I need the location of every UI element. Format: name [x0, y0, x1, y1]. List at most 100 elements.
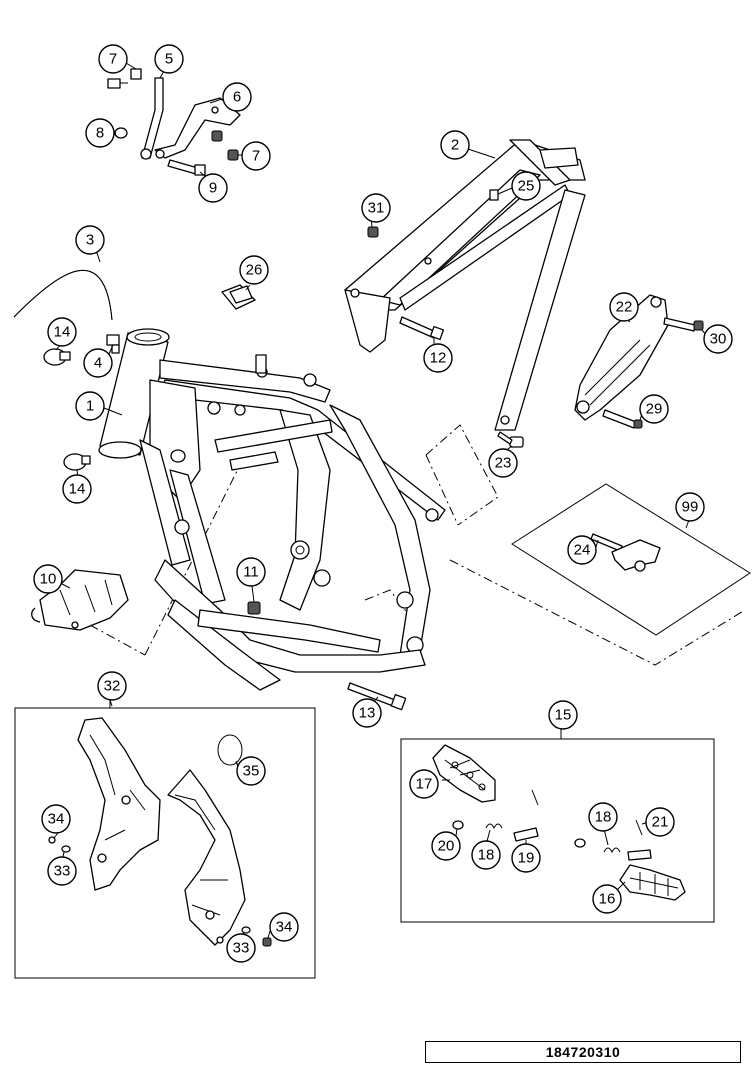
- frame-protector-right: [167, 769, 246, 946]
- svg-text:3: 3: [86, 232, 94, 249]
- svg-text:24: 24: [574, 542, 591, 559]
- group-box-15: [400, 738, 715, 923]
- callout-34-right: 34: [269, 912, 299, 942]
- drawing-number-box: 184720310: [425, 1041, 741, 1063]
- svg-text:99: 99: [682, 499, 699, 516]
- callout-16: 16: [592, 884, 622, 914]
- svg-text:9: 9: [209, 180, 217, 197]
- callout-17: 17: [409, 769, 439, 799]
- breather-hose-3: [13, 269, 113, 321]
- chain-guide-22: [574, 294, 669, 421]
- bolt-30: [663, 317, 704, 332]
- bolt-25: [489, 187, 513, 201]
- callout-24: 24: [567, 535, 597, 565]
- bolt-9: [167, 159, 206, 176]
- callout-13: 13: [352, 698, 382, 728]
- part-24-kit: [590, 533, 661, 572]
- callout-23: 23: [488, 448, 518, 478]
- svg-text:13: 13: [359, 705, 376, 722]
- svg-text:30: 30: [710, 331, 727, 348]
- footrest-17: [432, 744, 496, 803]
- bolt-23: [497, 431, 524, 448]
- callout-35: 35: [236, 756, 266, 786]
- callout-20: 20: [431, 831, 461, 861]
- svg-text:5: 5: [165, 51, 173, 68]
- bolt-29: [602, 409, 643, 429]
- svg-text:12: 12: [430, 350, 447, 367]
- svg-text:20: 20: [438, 838, 455, 855]
- callout-32: 32: [97, 671, 127, 701]
- callout-1: 1: [75, 391, 105, 421]
- svg-text:8: 8: [96, 125, 104, 142]
- nuts-7-lower: [211, 130, 239, 161]
- callout-30: 30: [703, 324, 733, 354]
- svg-text:34: 34: [48, 811, 65, 828]
- spring-18: [485, 823, 621, 854]
- footrest-16: [619, 864, 686, 901]
- callout-33-left: 33: [47, 856, 77, 886]
- callout-3: 3: [75, 225, 105, 255]
- screws-7-top: [107, 68, 142, 89]
- callout-15: 15: [548, 700, 578, 730]
- callout-8: 8: [85, 118, 115, 148]
- callout-22: 22: [609, 292, 639, 322]
- callout-18-left: 18: [471, 840, 501, 870]
- nut-11: [247, 601, 261, 615]
- group-box-32: [14, 707, 316, 979]
- bracket-10: [31, 569, 129, 631]
- main-frame: [98, 328, 446, 691]
- svg-text:19: 19: [518, 850, 535, 867]
- dashed-association-lines: [89, 424, 746, 666]
- callout-21: 21: [645, 807, 675, 837]
- nut-31: [367, 226, 379, 238]
- callout-31: 31: [361, 193, 391, 223]
- svg-text:15: 15: [555, 707, 572, 724]
- screws-33-34: [48, 836, 272, 947]
- washer-20: [452, 820, 586, 848]
- svg-text:2: 2: [451, 137, 459, 154]
- frame-protector-left: [77, 717, 161, 891]
- svg-text:29: 29: [646, 401, 663, 418]
- svg-text:16: 16: [599, 891, 616, 908]
- callout-7-lower: 7: [241, 141, 271, 171]
- svg-text:10: 10: [40, 571, 57, 588]
- washer-8: [114, 127, 128, 139]
- callout-99: 99: [675, 492, 705, 522]
- callout-25: 25: [511, 171, 541, 201]
- callout-14-lower: 14: [62, 474, 92, 504]
- svg-text:31: 31: [368, 200, 385, 217]
- svg-text:14: 14: [69, 481, 86, 498]
- svg-text:17: 17: [416, 776, 433, 793]
- svg-text:7: 7: [109, 51, 117, 68]
- callout-4: 4: [83, 348, 113, 378]
- svg-text:23: 23: [495, 455, 512, 472]
- cotter-pin-21: [531, 789, 643, 836]
- clamp-14-upper: [43, 348, 71, 366]
- svg-text:34: 34: [276, 919, 293, 936]
- callout-12: 12: [423, 343, 453, 373]
- callout-26: 26: [239, 255, 269, 285]
- svg-text:21: 21: [652, 814, 669, 831]
- svg-text:14: 14: [54, 324, 71, 341]
- bolt-12: [399, 316, 445, 341]
- svg-text:4: 4: [94, 355, 102, 372]
- svg-text:6: 6: [233, 89, 241, 106]
- drawing-number: 184720310: [545, 1044, 621, 1060]
- svg-text:33: 33: [233, 940, 250, 957]
- svg-text:26: 26: [246, 262, 263, 279]
- fitting-4: [106, 334, 120, 354]
- svg-text:11: 11: [243, 564, 259, 581]
- bolt-13: [347, 682, 407, 711]
- callout-6: 6: [222, 82, 252, 112]
- clamp-14-lower: [63, 453, 91, 471]
- group-box-99: [511, 483, 751, 636]
- callout-29: 29: [639, 394, 669, 424]
- svg-text:22: 22: [616, 299, 633, 316]
- subframe: [344, 139, 586, 431]
- callout-18-right: 18: [588, 802, 618, 832]
- callout-19: 19: [511, 843, 541, 873]
- callout-10: 10: [33, 564, 63, 594]
- svg-text:1: 1: [86, 398, 94, 415]
- callout-5: 5: [154, 44, 184, 74]
